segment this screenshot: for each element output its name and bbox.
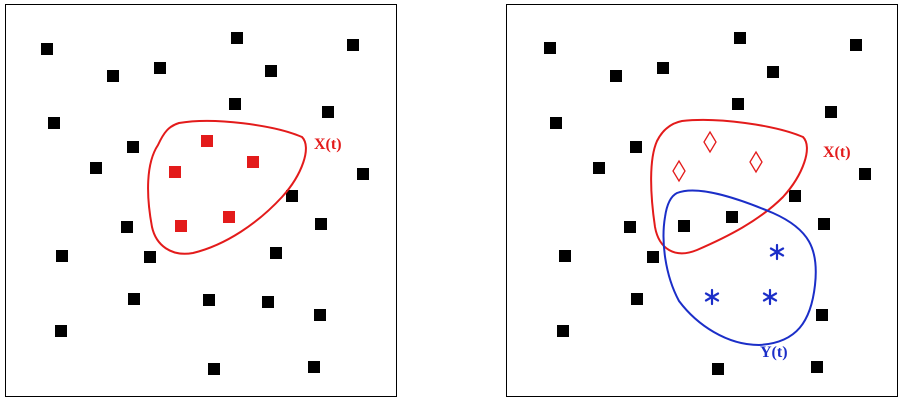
neutral-square <box>678 220 690 232</box>
x-label: X(t) <box>314 136 342 153</box>
neutral-square <box>610 70 622 82</box>
neutral-square <box>128 293 140 305</box>
neutral-square <box>357 168 369 180</box>
neutral-square <box>544 42 556 54</box>
neutral-square <box>593 162 605 174</box>
neutral-square <box>624 221 636 233</box>
neutral-square <box>789 190 801 202</box>
neutral-square <box>732 98 744 110</box>
neutral-square <box>229 98 241 110</box>
neutral-square <box>657 62 669 74</box>
x-square <box>247 156 259 168</box>
neutral-square <box>850 39 862 51</box>
neutral-square <box>55 325 67 337</box>
y-label: Y(t) <box>760 344 788 361</box>
x-region-boundary <box>147 119 307 255</box>
x-diamond <box>672 159 686 183</box>
neutral-square <box>557 325 569 337</box>
neutral-square <box>314 309 326 321</box>
neutral-square <box>144 251 156 263</box>
neutral-square <box>767 66 779 78</box>
left-x-squares <box>169 135 259 232</box>
x-square <box>201 135 213 147</box>
x-label: X(t) <box>823 144 851 161</box>
right-neutral-squares <box>544 32 871 375</box>
neutral-square <box>48 117 60 129</box>
x-diamond <box>703 130 717 154</box>
neutral-square <box>262 296 274 308</box>
neutral-square <box>231 32 243 44</box>
neutral-square <box>726 211 738 223</box>
neutral-square <box>121 221 133 233</box>
neutral-square <box>107 70 119 82</box>
neutral-square <box>315 218 327 230</box>
right-panel: X(t) Y(t) <box>506 4 898 397</box>
right-y-asterisks <box>704 243 785 306</box>
neutral-square <box>559 250 571 262</box>
neutral-square <box>286 190 298 202</box>
neutral-square <box>90 162 102 174</box>
neutral-square <box>550 117 562 129</box>
x-diamond <box>749 150 763 174</box>
neutral-square <box>712 363 724 375</box>
neutral-square <box>825 106 837 118</box>
neutral-square <box>630 141 642 153</box>
left-panel: X(t) <box>5 4 397 397</box>
x-region-boundary <box>650 118 808 255</box>
neutral-square <box>347 39 359 51</box>
x-square <box>169 166 181 178</box>
neutral-square <box>734 32 746 44</box>
neutral-square <box>811 361 823 373</box>
neutral-square <box>818 218 830 230</box>
neutral-square <box>308 361 320 373</box>
neutral-square <box>816 309 828 321</box>
y-asterisk <box>762 288 778 306</box>
left-neutral-squares <box>41 32 369 375</box>
neutral-square <box>265 65 277 77</box>
neutral-square <box>154 62 166 74</box>
y-asterisk <box>704 288 720 306</box>
y-region-boundary <box>662 189 817 347</box>
left-diagram: X(t) <box>41 32 369 375</box>
neutral-square <box>270 247 282 259</box>
y-asterisk <box>769 243 785 261</box>
right-diagram: X(t) Y(t) <box>544 32 871 375</box>
neutral-square <box>127 141 139 153</box>
neutral-square <box>203 294 215 306</box>
neutral-square <box>208 363 220 375</box>
neutral-square <box>41 43 53 55</box>
neutral-square <box>56 250 68 262</box>
neutral-square <box>631 293 643 305</box>
neutral-square <box>322 106 334 118</box>
right-x-diamonds <box>672 130 763 183</box>
neutral-square <box>647 251 659 263</box>
neutral-square <box>859 168 871 180</box>
x-square <box>175 220 187 232</box>
x-square <box>223 211 235 223</box>
